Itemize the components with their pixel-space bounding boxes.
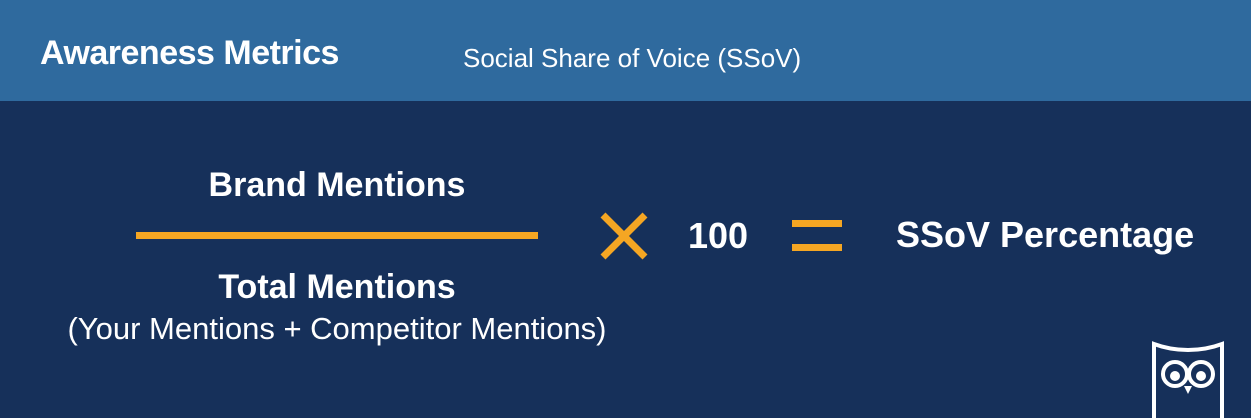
formula-numerator: Brand Mentions xyxy=(208,166,466,204)
equals-icon xyxy=(792,220,842,251)
fraction-bar xyxy=(136,232,538,239)
formula-multiplier: 100 xyxy=(688,215,749,256)
page-subtitle: Social Share of Voice (SSoV) xyxy=(463,43,802,73)
times-icon xyxy=(600,212,648,260)
formula-denominator: Total Mentions xyxy=(218,268,456,306)
page-title: Awareness Metrics xyxy=(40,34,339,72)
owl-logo-icon xyxy=(1152,341,1224,418)
header-banner: Awareness Metrics Social Share of Voice … xyxy=(0,0,1251,101)
formula-result: SSoV Percentage xyxy=(896,214,1195,255)
formula-denominator-note: (Your Mentions + Competitor Mentions) xyxy=(67,311,607,346)
